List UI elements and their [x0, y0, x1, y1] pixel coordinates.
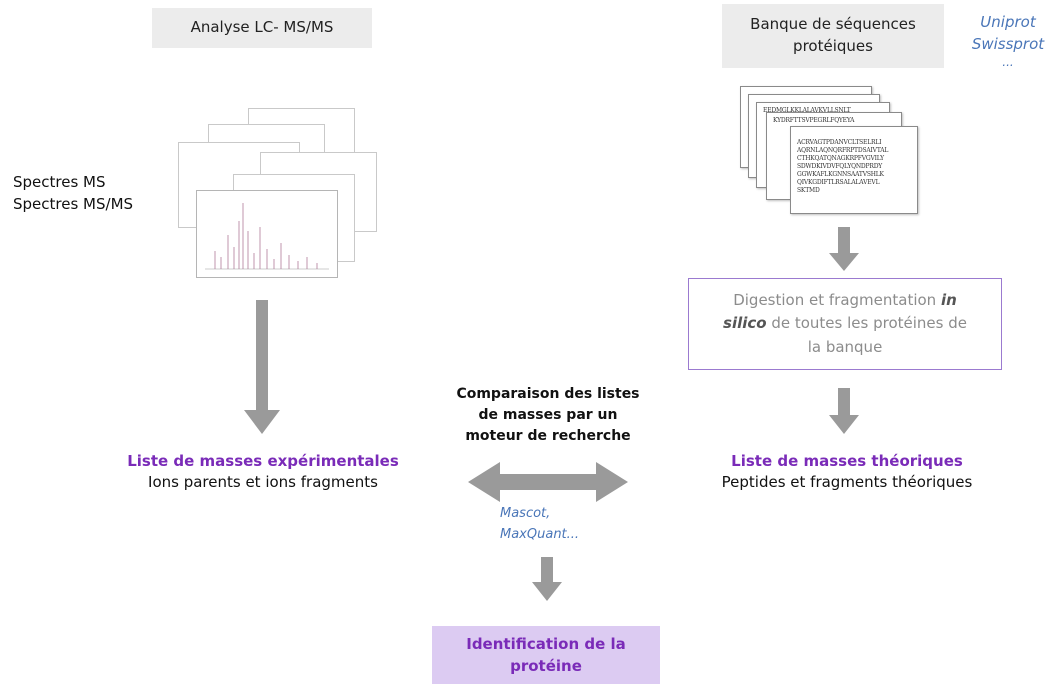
database-ellipsis: ... [1002, 54, 1014, 69]
digestion-text-part1: Digestion et fragmentation [733, 291, 941, 310]
digestion-line1: Digestion et fragmentation in [733, 289, 957, 312]
spectrum-sheet [196, 190, 338, 278]
sequence-line: ACRVAGTPDANVCLTSELRLI [797, 139, 882, 146]
database-names: Uniprot Swissprot ... [962, 12, 1054, 68]
digestion-line3: la banque [807, 337, 883, 356]
comparison-line2: de masses par un [478, 407, 618, 423]
digestion-box: Digestion et fragmentation in silico de … [688, 278, 1002, 370]
sequence-stack-illustration: EEDMGLKKLALAVKVLLSNLT KYDRFTTSVPEGRLFQYE… [740, 86, 930, 216]
spectrum-peaks [205, 203, 329, 270]
sequence-back-line: KYDRFTTSVPEGRLFQYEYA [773, 117, 855, 124]
experimental-subtitle: Ions parents et ions fragments [148, 473, 378, 491]
spectra-msms-label: Spectres MS/MS [13, 194, 134, 213]
protein-identification-box: Identification de la protéine [432, 626, 660, 684]
sequence-line: SKTMD [797, 187, 820, 194]
spectra-label: Spectres MS Spectres MS/MS [13, 172, 133, 216]
spectra-ms-label: Spectres MS [13, 173, 106, 191]
identification-line2: protéine [510, 657, 582, 675]
comparison-line1: Comparaison des listes [456, 386, 640, 402]
lcms-header: Analyse LC- MS/MS [152, 8, 372, 48]
theoretical-title: Liste de masses théoriques [731, 452, 963, 470]
protein-bank-header: Banque de séquences protéiques [722, 4, 944, 68]
protein-bank-line2: protéiques [793, 37, 873, 55]
experimental-title: Liste de masses expérimentales [127, 452, 399, 470]
sequence-line: AQRNLAQNQRFRPTDSAIVTAL [797, 147, 889, 154]
sequence-line: GGWKAFLKGNNSAATVSHLK [797, 171, 884, 178]
arrow-bank-to-digestion [829, 227, 859, 271]
protein-bank-line1: Banque de séquences [750, 15, 916, 34]
arrow-digestion-to-theoretical [829, 388, 859, 434]
double-arrow-comparison [468, 462, 628, 502]
comparison-text: Comparaison des listes de masses par un … [420, 384, 676, 447]
arrow-spectra-to-experimental [244, 300, 280, 434]
sequence-text: ACRVAGTPDANVCLTSELRLI AQRNLAQNQRFRPTDSAI… [791, 127, 917, 199]
theoretical-mass-list: Liste de masses théoriques Peptides et f… [692, 452, 1002, 491]
theoretical-subtitle: Peptides et fragments théoriques [721, 473, 973, 491]
sequence-line: SDWDKIVDVFQLYQNDPRDY [797, 163, 883, 170]
sequence-line: CTHKQATQNAGKRPFVGVILY [797, 155, 884, 162]
digestion-text-part2: de toutes les protéines de [766, 314, 967, 333]
arrow-to-identification [532, 557, 562, 601]
search-engines-note: Mascot, MaxQuant... [500, 504, 620, 546]
spectra-stack-illustration [178, 108, 378, 278]
identification-line1: Identification de la [466, 634, 626, 653]
digestion-line2: silico de toutes les protéines de [723, 312, 967, 335]
digestion-in-italic: in [940, 291, 957, 310]
engine-maxquant: MaxQuant... [500, 526, 580, 542]
digestion-silico-italic: silico [723, 314, 767, 333]
database-swissprot: Swissprot [971, 34, 1045, 53]
experimental-mass-list: Liste de masses expérimentales Ions pare… [108, 452, 418, 491]
sequence-sheet-front: ACRVAGTPDANVCLTSELRLI AQRNLAQNQRFRPTDSAI… [790, 126, 918, 214]
sequence-back-line: EEDMGLKKLALAVKVLLSNLT [763, 107, 851, 114]
lcms-header-text: Analyse LC- MS/MS [190, 18, 334, 37]
comparison-line3: moteur de recherche [465, 428, 631, 444]
database-uniprot: Uniprot [980, 13, 1036, 31]
sequence-line: QIVKGDIFTLRSALALAVEVL [797, 179, 880, 186]
engine-mascot: Mascot, [500, 506, 551, 521]
